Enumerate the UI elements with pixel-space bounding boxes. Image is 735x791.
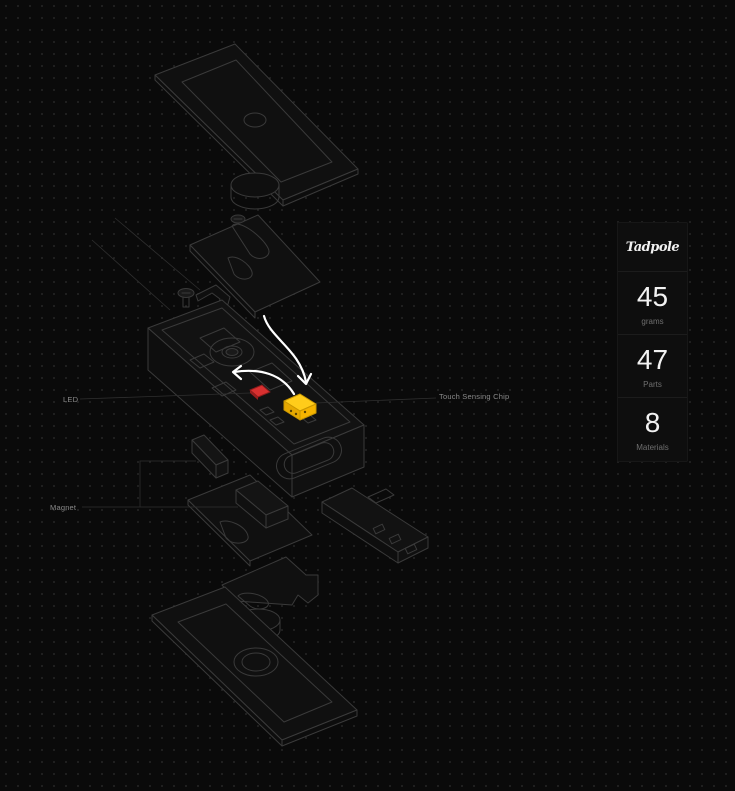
stats-panel: Tadpole 45 grams 47 Parts 8 Materials [617, 222, 688, 462]
stat-unit: grams [641, 317, 664, 326]
touch-sensing-chip [283, 393, 317, 421]
guide-line-2 [91, 239, 171, 311]
stat-unit: Materials [636, 443, 669, 452]
led-label: LED [63, 395, 79, 404]
chip-leader-line [315, 397, 437, 404]
touch-sensing-chip-label: Touch Sensing Chip [439, 392, 510, 401]
guide-line-1 [114, 217, 201, 291]
main-housing [147, 299, 365, 498]
lower-bracket [187, 474, 313, 567]
led-leader-line [79, 392, 251, 400]
bottom-clip [221, 556, 319, 610]
left-screw [177, 288, 195, 308]
led-component [249, 384, 271, 400]
magnet-block [191, 434, 229, 479]
stat-weight: 45 grams [618, 271, 687, 334]
upper-bracket [189, 214, 321, 319]
arrow-down-icon [262, 314, 313, 386]
magnet-label: Magnet [50, 503, 77, 512]
magnet-leader-line [82, 460, 238, 508]
stat-value: 8 [644, 407, 661, 438]
bottom-cover-plate [151, 586, 358, 747]
stat-parts: 47 Parts [618, 334, 687, 397]
stat-unit: Parts [643, 380, 662, 389]
stat-materials: 8 Materials [618, 397, 687, 460]
stat-value: 47 [636, 344, 669, 375]
brand-logo: Tadpole [625, 239, 680, 255]
top-magnet-disk [230, 172, 280, 210]
stat-value: 45 [636, 281, 669, 312]
usb-c-connector [321, 487, 429, 564]
arrow-left-icon [231, 364, 296, 396]
brand-logo-cell: Tadpole [618, 223, 687, 271]
